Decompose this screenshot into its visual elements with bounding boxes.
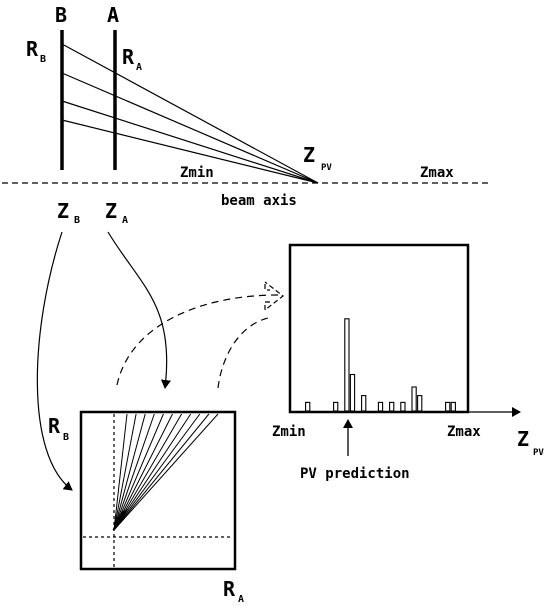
histogram-bar [417, 395, 423, 412]
tracks [61, 43, 319, 184]
za-sub: A [122, 215, 128, 226]
pv-prediction-label: PV prediction [300, 466, 410, 482]
matrix-ra-sub: A [238, 594, 244, 605]
dashed-flow-arrow [116, 294, 279, 386]
ra-sub: A [136, 62, 142, 73]
hist-axis-label: Z [517, 427, 529, 451]
histogram-bar [389, 401, 395, 412]
fan-line [113, 413, 128, 531]
rb-label: R [26, 37, 39, 61]
histogram-bar [333, 401, 339, 412]
histogram-bar [305, 401, 311, 412]
zb-sub: B [74, 215, 80, 226]
zmax-label: Zmax [420, 165, 454, 181]
fan-line [113, 413, 201, 531]
histogram-bar [445, 401, 451, 412]
matrix-rb-label: R [48, 414, 61, 438]
histogram-frame [288, 243, 470, 414]
zb-mapping-arrow [36, 231, 73, 491]
fan-line [113, 413, 210, 531]
hist-axis-sub: PV [533, 448, 544, 458]
zpv-sub: PV [321, 163, 332, 173]
rb-sub: B [40, 54, 46, 65]
fan-line [113, 413, 219, 531]
fan-line [113, 413, 173, 531]
dashed-flow-arrow [217, 317, 269, 389]
hist-zmax-label: Zmax [447, 424, 481, 440]
plane-b-label: B [55, 3, 67, 27]
beam-axis-label: beam axis [221, 193, 297, 209]
histogram-bar [361, 395, 367, 412]
dashed-arrow-head [264, 281, 284, 312]
track-line [61, 100, 319, 184]
track-line [61, 43, 319, 184]
histogram-bar [450, 401, 456, 412]
plane-a-label: A [107, 3, 119, 27]
track-line [61, 119, 319, 184]
histogram-bar [411, 386, 417, 412]
matrix-rb-sub: B [63, 432, 69, 443]
histogram-bar [349, 373, 356, 412]
hist-zmin-label: Zmin [272, 424, 306, 440]
ra-rb-matrix [79, 410, 237, 571]
zpv-label: Z [303, 143, 315, 167]
fan-line [113, 413, 155, 531]
zb-label: Z [57, 199, 69, 223]
fan-line [113, 413, 137, 531]
histogram-bar [377, 401, 384, 412]
matrix-fan-lines [112, 413, 219, 531]
matrix-ra-label: R [223, 577, 236, 601]
fan-origin-cluster [112, 508, 129, 531]
histogram-bar [344, 318, 350, 412]
track-line [61, 72, 319, 184]
fan-line [113, 413, 146, 531]
histogram-bar [400, 401, 406, 412]
zmin-label: Zmin [180, 165, 214, 181]
ra-label: R [122, 45, 135, 69]
za-label: Z [105, 199, 117, 223]
za-mapping-arrow [107, 231, 171, 389]
histogram-bars [305, 318, 456, 412]
fan-line [113, 413, 164, 531]
